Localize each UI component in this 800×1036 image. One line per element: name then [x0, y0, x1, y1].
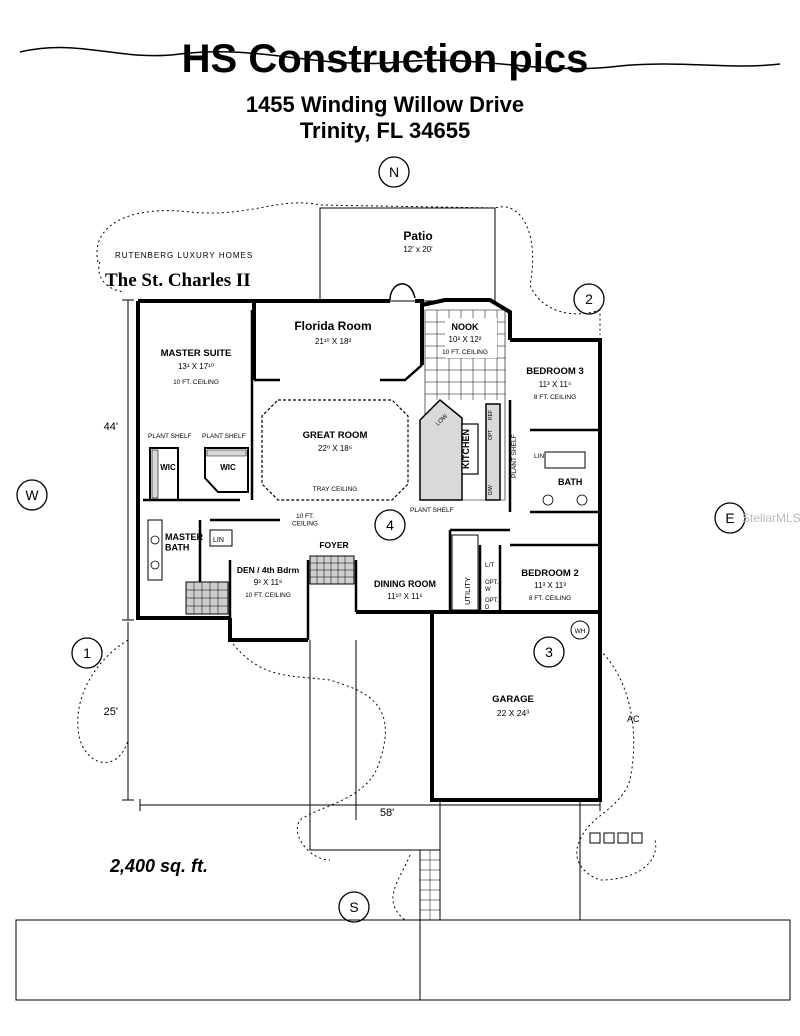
model-name: The St. Charles II: [105, 270, 251, 291]
den-label: DEN / 4th Bdrm: [237, 565, 300, 575]
den-size: 9³ X 11⁹: [254, 578, 283, 587]
plant-shelf-3: PLANT SHELF: [410, 507, 454, 514]
bedroom-2-size: 11³ X 11³: [534, 581, 566, 590]
bedroom-3-label: BEDROOM 3: [526, 366, 584, 377]
landscape-outline-east: [576, 649, 657, 881]
kitchen-label: KITCHEN: [461, 429, 471, 469]
wavy-underline: [19, 46, 781, 70]
landscape-outline-front: [229, 639, 386, 861]
hall-ceiling-note: 10 FT.CEILING: [292, 513, 318, 528]
master-suite-label: MASTER SUITE: [161, 348, 232, 359]
svg-text:N: N: [389, 164, 399, 180]
dining-room-size: 11¹⁰ X 11⁶: [387, 592, 423, 601]
dimension-depth-house: 44': [104, 421, 118, 433]
interior-walls: [143, 310, 600, 640]
den-note: 10 FT. CEILING: [245, 592, 291, 599]
lt-label: L/T: [485, 562, 494, 569]
garage-label: GARAGE: [492, 694, 534, 705]
kitchen-counters: [419, 398, 501, 501]
garage-size: 22 X 24³: [497, 708, 529, 718]
marker-4: 4: [374, 509, 406, 541]
utility-label: UTILITY: [463, 577, 472, 605]
opt-d-label: OPT.D: [485, 598, 499, 611]
walkway-tile: [419, 849, 441, 921]
builder-name: RUTENBERG LUXURY HOMES: [115, 251, 253, 260]
svg-text:4: 4: [386, 517, 394, 533]
bedroom-3-note: 8 FT. CEILING: [534, 394, 576, 401]
svg-text:1: 1: [83, 645, 91, 661]
total-area: 2,400 sq. ft.: [109, 856, 208, 876]
master-bath-tile: [185, 581, 229, 615]
opt-w-label: OPT.W: [485, 580, 499, 593]
foyer-tile: [309, 555, 355, 585]
watermark: StellarMLS: [742, 511, 800, 525]
patio: [319, 207, 496, 302]
patio-size: 12' x 20': [403, 245, 433, 254]
patio-door: [389, 283, 416, 301]
svg-text:E: E: [725, 510, 734, 526]
bath-label: BATH: [558, 477, 582, 487]
kitchen-ref-label: REF: [488, 410, 494, 420]
tray-ceiling-outline: [261, 399, 409, 501]
address-line-2: Trinity, FL 34655: [300, 118, 470, 143]
ac-units: [589, 832, 643, 844]
ac-label: AC: [627, 714, 640, 724]
dining-room-label: DINING ROOM: [374, 579, 436, 589]
bedroom-2-note: 8 FT. CEILING: [529, 595, 571, 602]
compass-south: S: [338, 891, 370, 923]
svg-text:W: W: [25, 487, 39, 503]
nook-label: NOOK: [452, 322, 480, 332]
exterior-walls: [136, 298, 602, 802]
dimension-lines: [122, 299, 601, 811]
foyer-label: FOYER: [319, 540, 348, 550]
nook-note: 10 FT. CEILING: [442, 349, 488, 356]
great-room-size: 22⁰ X 18⁶: [318, 444, 352, 453]
bedroom-2-label: BEDROOM 2: [521, 568, 579, 579]
great-room-note: TRAY CEILING: [313, 486, 358, 493]
florida-room-size: 21¹⁰ X 18³: [315, 337, 351, 346]
linen-closet-2: LIN: [534, 453, 544, 460]
water-heater: WH: [570, 620, 590, 640]
compass-west: W: [16, 479, 48, 511]
plant-shelf-2: PLANT SHELF: [202, 433, 246, 440]
marker-1: 1: [71, 637, 103, 669]
florida-room-label: Florida Room: [294, 319, 371, 333]
marker-2: 2: [573, 283, 605, 315]
kitchen-dw-label: D/W: [488, 485, 494, 495]
page-title: HS Construction pics: [182, 37, 589, 81]
svg-text:S: S: [349, 899, 358, 915]
dimension-width: 58': [380, 807, 394, 819]
bedroom-3-size: 11³ X 11⁴: [539, 380, 572, 389]
master-tub: [147, 519, 163, 581]
kitchen-opt-label: OPT: [488, 430, 494, 440]
svg-text:3: 3: [545, 644, 553, 660]
compass-north: N: [378, 156, 410, 188]
bath-tub: [544, 451, 586, 469]
dimension-depth-front: 25': [104, 706, 118, 718]
great-room-label: GREAT ROOM: [303, 430, 368, 441]
svg-text:WIC: WIC: [160, 463, 176, 472]
plant-shelf-1: PLANT SHELF: [148, 433, 192, 440]
plant-shelf-4: PLANT SHELF: [511, 434, 518, 478]
master-suite-note: 10 FT. CEILING: [173, 379, 219, 386]
svg-text:WH: WH: [575, 628, 586, 635]
landscape-outline-north: [96, 202, 601, 335]
svg-text:WIC: WIC: [220, 463, 236, 472]
svg-text:2: 2: [585, 291, 593, 307]
street: [15, 919, 791, 1001]
nook-size: 10² X 12²: [449, 335, 482, 344]
compass-east: E: [714, 502, 746, 534]
address-line-1: 1455 Winding Willow Drive: [246, 92, 524, 117]
marker-3: 3: [533, 636, 565, 668]
patio-label: Patio: [403, 229, 432, 243]
linen-closet-1: LIN: [213, 537, 224, 544]
walk-in-closet-1: WIC: [149, 447, 179, 501]
walkway: [309, 640, 421, 1000]
master-suite-size: 13¹ X 17¹⁰: [178, 362, 214, 371]
walk-in-closet-2: WIC: [204, 447, 249, 493]
